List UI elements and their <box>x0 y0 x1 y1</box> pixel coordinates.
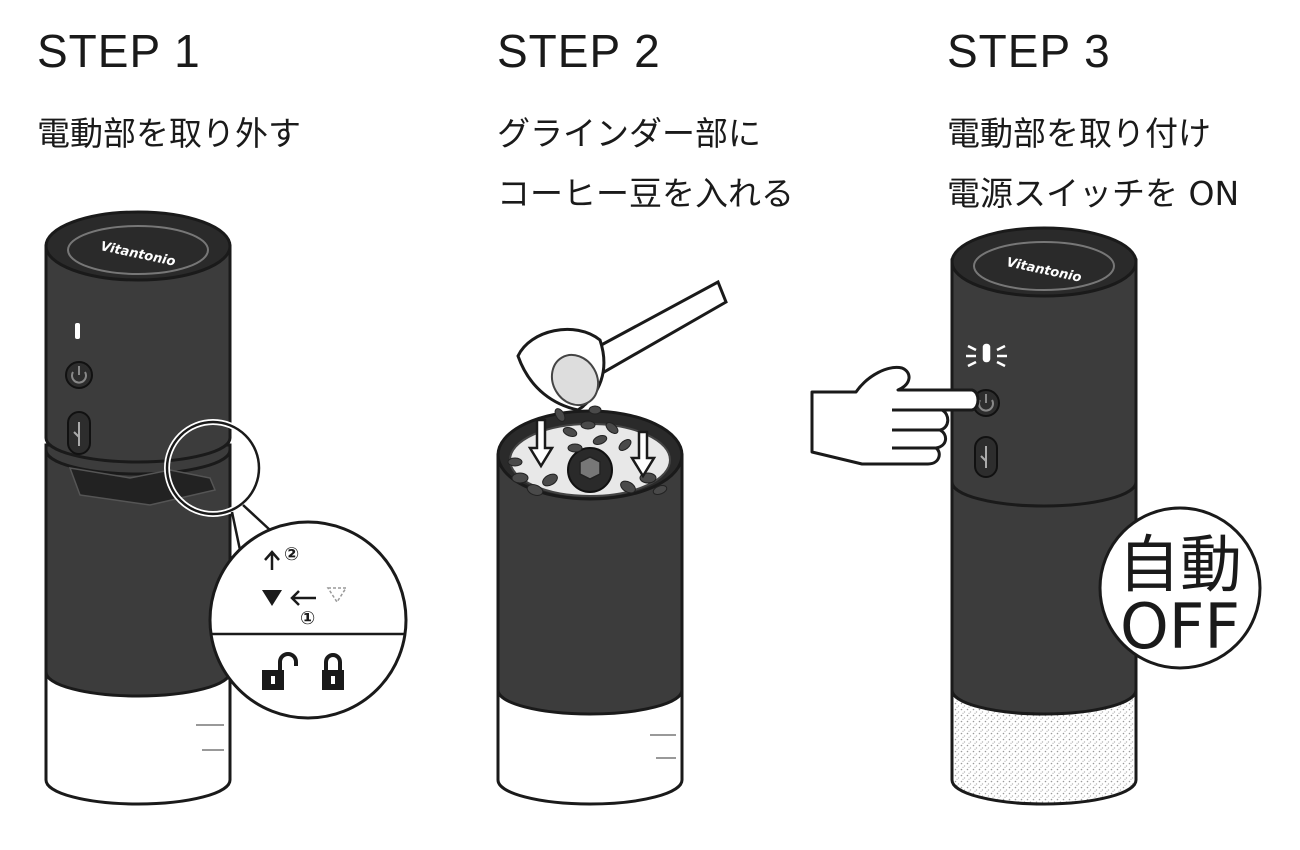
spoon-icon <box>518 282 726 414</box>
usb-icon <box>975 437 997 477</box>
step-marker-1: ① <box>300 608 315 629</box>
step-3-grinder: Vitantonio <box>952 228 1136 804</box>
step-2-grinder <box>498 384 682 804</box>
auto-off-badge: 自動 OFF <box>1100 508 1260 668</box>
step-1-grinder: Vitantonio <box>46 212 230 804</box>
auto-off-badge-line-2: OFF <box>1120 590 1240 663</box>
indicator-light <box>75 323 80 339</box>
step-marker-2: ② <box>284 544 299 565</box>
power-icon <box>66 362 92 388</box>
usb-icon <box>68 412 90 454</box>
